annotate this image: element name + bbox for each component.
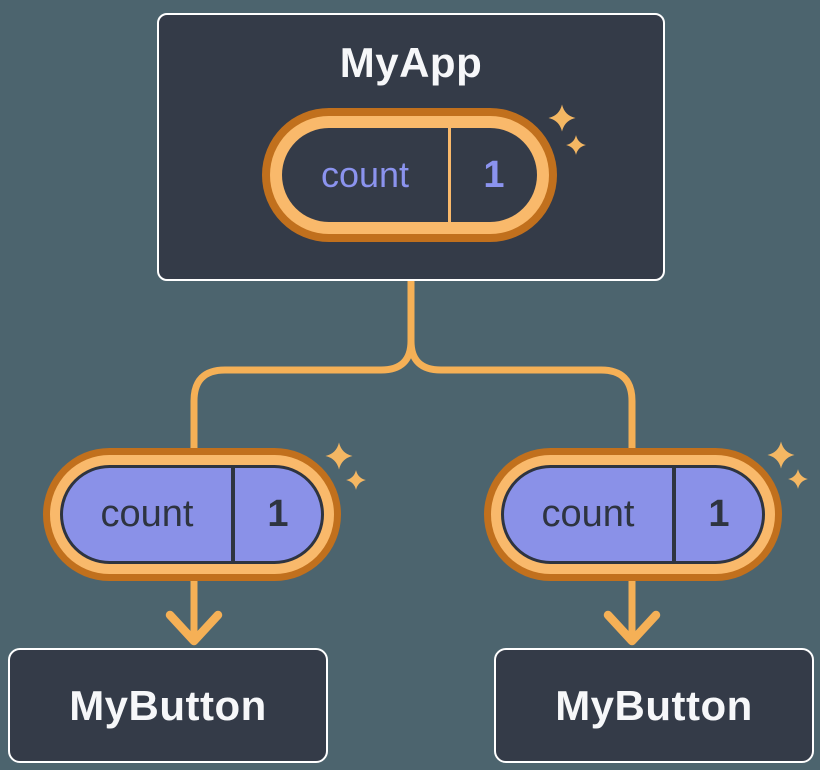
state-value: 1 (267, 493, 289, 535)
state-pill-core: count 1 (60, 465, 324, 564)
sparkle-large-icon (767, 441, 795, 469)
state-pill-mybutton-left: count 1 (43, 448, 341, 581)
sparkle-small-icon (346, 470, 366, 490)
state-pill-core: count 1 (282, 128, 537, 222)
state-divider (672, 468, 676, 561)
state-label: count (320, 154, 410, 195)
state-pill-ring: count 1 (491, 455, 775, 574)
state-pill-myapp: count 1 (262, 108, 557, 242)
component-title: MyButton (69, 681, 267, 729)
state-value: 1 (708, 493, 730, 535)
arrowhead-right-icon (603, 610, 661, 646)
component-title: MyButton (555, 681, 753, 729)
component-card-mybutton-left: MyButton (8, 648, 328, 763)
component-title: MyApp (339, 39, 483, 86)
state-divider (448, 128, 451, 222)
connector-right-branch (407, 277, 636, 644)
component-card-mybutton-right: MyButton (494, 648, 814, 763)
arrowhead-left-icon (165, 610, 223, 646)
sparkle-large-icon (325, 442, 353, 470)
state-value: 1 (483, 153, 505, 196)
state-divider (231, 468, 235, 561)
state-pill-ring: count 1 (270, 116, 549, 234)
sparkle-small-icon (788, 469, 808, 489)
sparkle-large-icon (548, 104, 576, 132)
state-label: count (541, 493, 635, 535)
sparkle-small-icon (566, 135, 586, 155)
state-label: count (100, 493, 194, 535)
state-pill-mybutton-right: count 1 (484, 448, 782, 581)
state-pill-core: count 1 (501, 465, 765, 564)
state-pill-ring: count 1 (50, 455, 334, 574)
